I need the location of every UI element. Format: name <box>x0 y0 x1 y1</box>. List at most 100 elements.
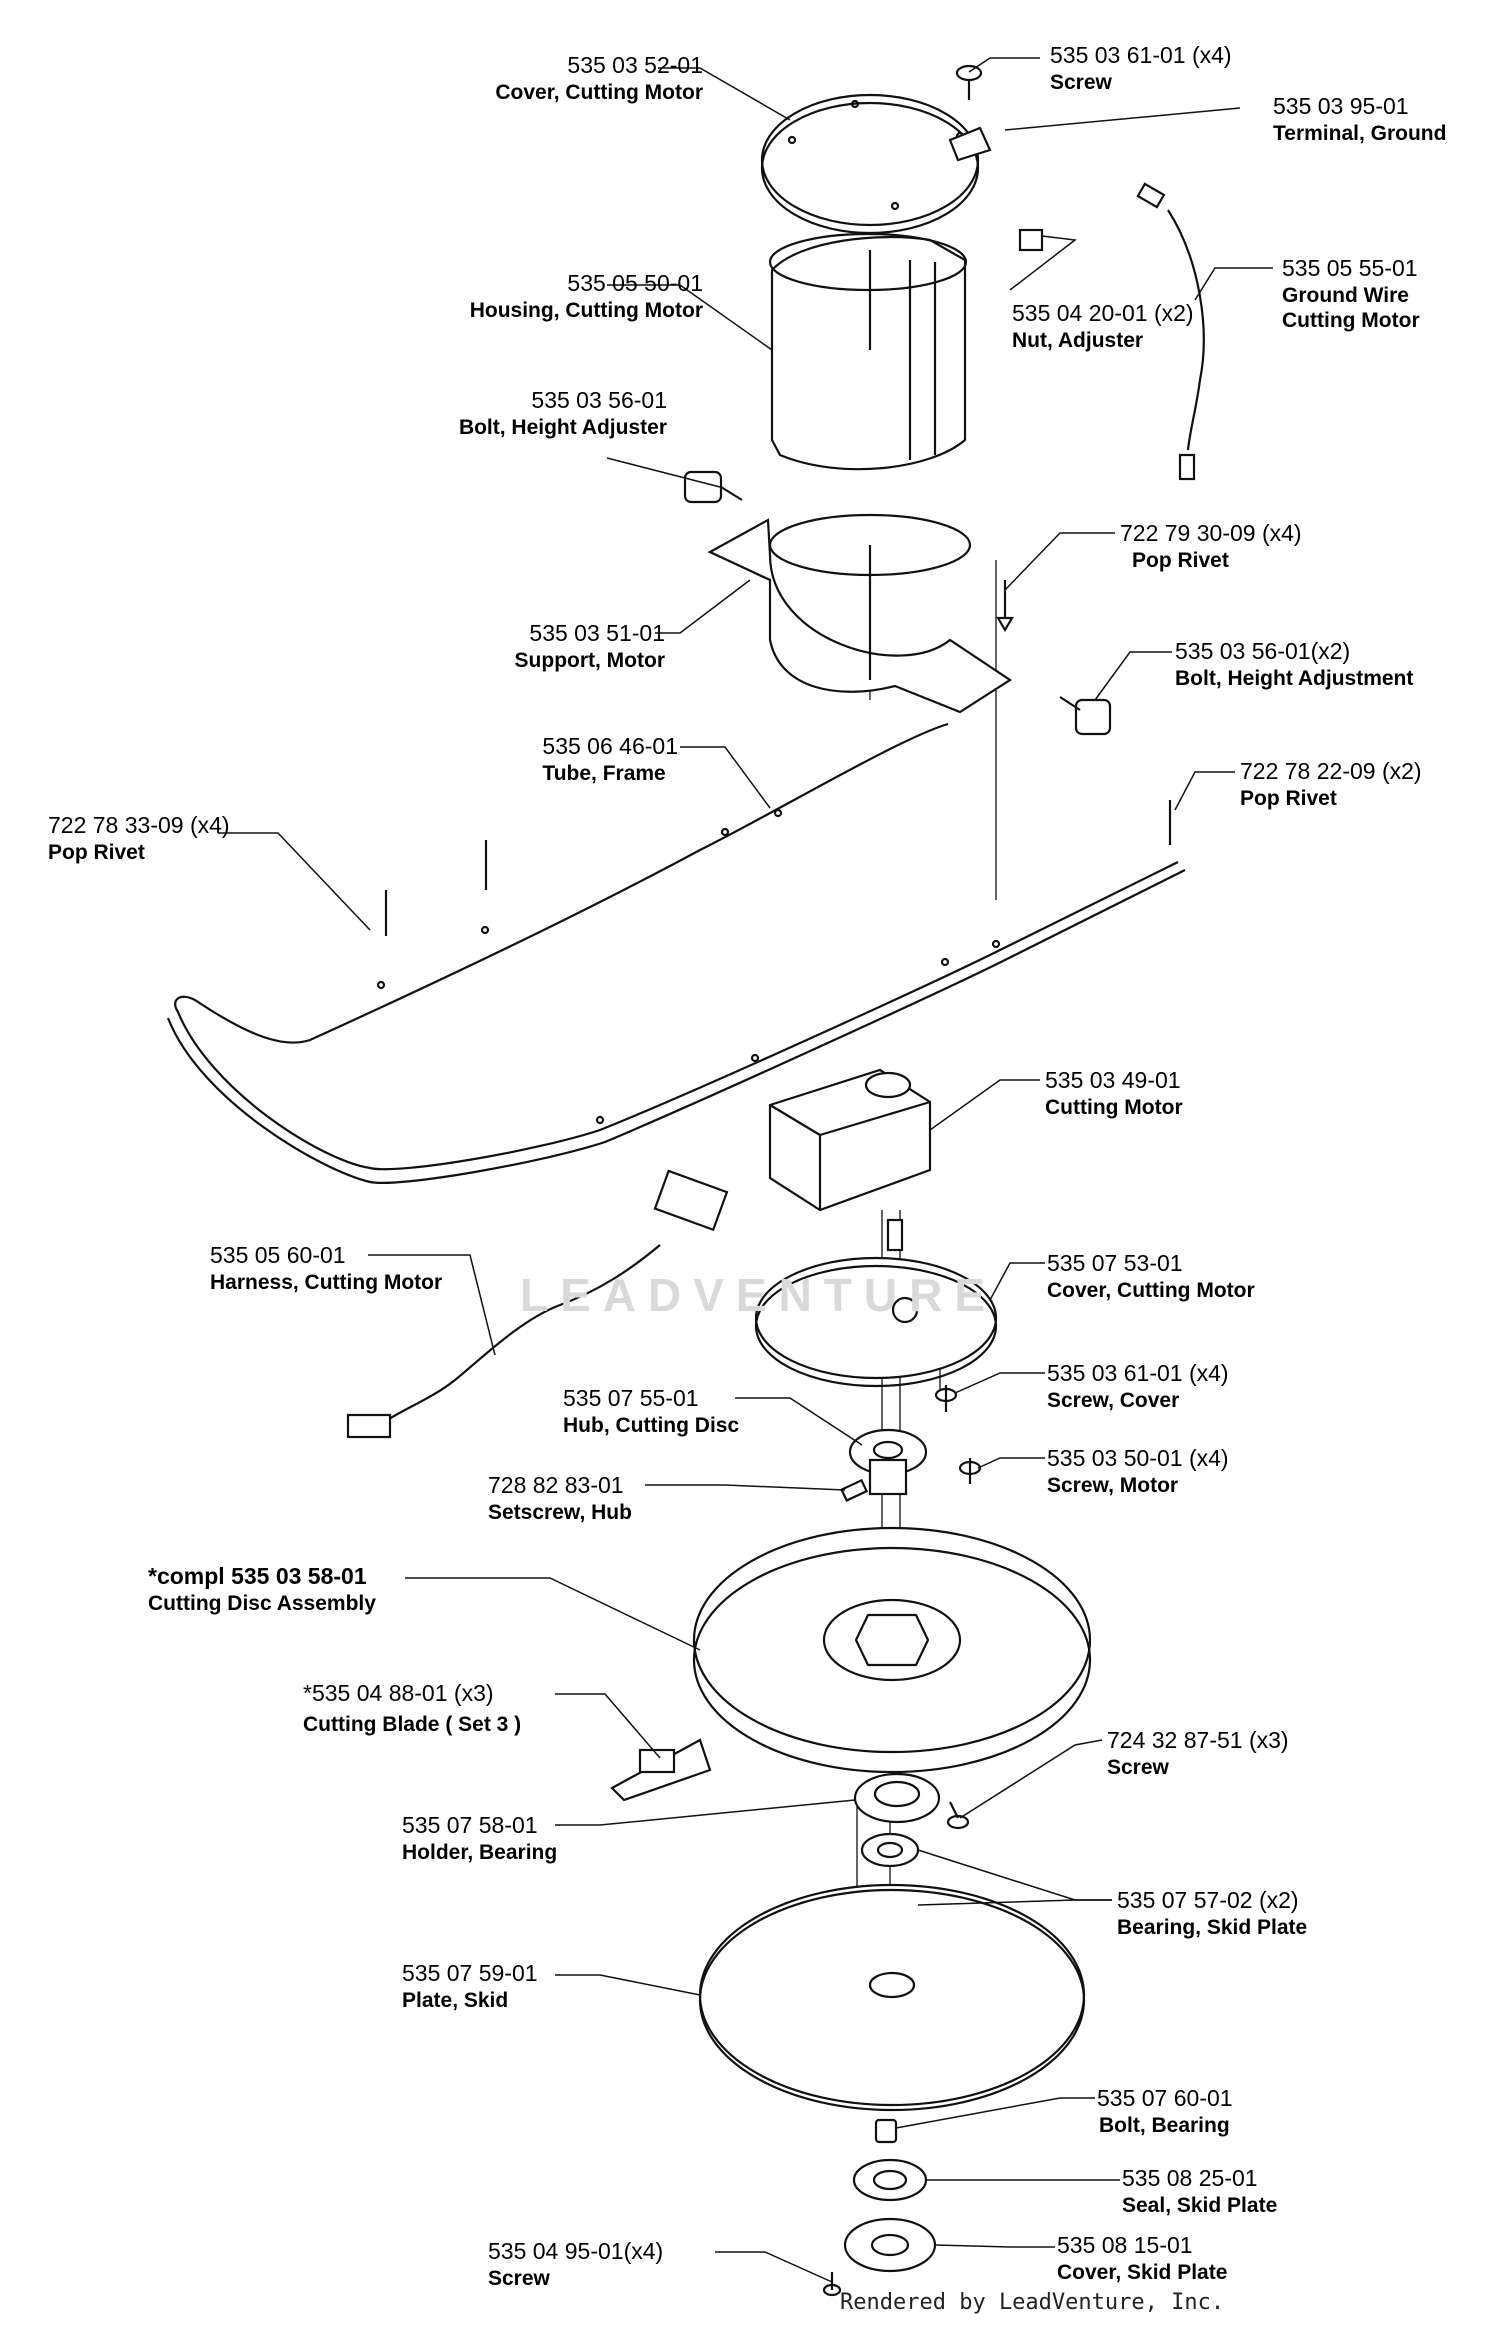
part-description: Screw, Cover <box>1047 1388 1180 1412</box>
part-number: 535 07 58-01 <box>402 1812 538 1838</box>
part-number: 535 05 60-01 <box>210 1242 346 1268</box>
part-label-harness-cutting-motor: 535 05 60-01 Harness, Cutting Motor <box>210 1242 442 1295</box>
housing-cutting-motor-part <box>768 228 1044 471</box>
part-description: Harness, Cutting Motor <box>210 1270 443 1294</box>
part-description: Pop Rivet <box>48 840 145 864</box>
part-number: 535 07 57-02 (x2) <box>1117 1887 1299 1913</box>
part-description: Bolt, Height Adjustment <box>1175 666 1414 690</box>
cutting-blade-part <box>610 1738 712 1802</box>
holder-bearing-part <box>853 1772 941 1824</box>
part-number: 535 03 52-01 <box>567 52 703 78</box>
part-description: Hub, Cutting Disc <box>563 1413 740 1437</box>
part-label-bolt-bearing: 535 07 60-01 Bolt, Bearing <box>1097 2085 1233 2138</box>
part-description: Cutting Motor <box>1045 1095 1183 1119</box>
watermark-text: LEADVENTURE <box>520 1269 998 1321</box>
part-label-screw-top: 535 03 61-01 (x4) Screw <box>1050 42 1232 95</box>
part-number: 535 07 53-01 <box>1047 1250 1183 1276</box>
screw-724-part <box>946 1801 970 1830</box>
part-label-cover-cutting-motor-top: 535 03 52-01 Cover, Cutting Motor <box>495 52 703 105</box>
part-label-housing-cutting-motor: 535 05 50-01 Housing, Cutting Motor <box>470 270 703 323</box>
part-description: Bearing, Skid Plate <box>1117 1915 1308 1939</box>
part-number: 722 79 30-09 (x4) <box>1120 520 1302 546</box>
part-number: 535 05 50-01 <box>567 270 703 296</box>
part-number: *compl 535 03 58-01 <box>148 1563 367 1589</box>
part-label-screw-cover: 535 03 61-01 (x4) Screw, Cover <box>1047 1360 1229 1413</box>
part-number: 535 03 61-01 (x4) <box>1047 1360 1229 1386</box>
part-number: 722 78 22-09 (x2) <box>1240 758 1422 784</box>
part-description: Tube, Frame <box>542 761 666 785</box>
part-description: Bolt, Height Adjuster <box>458 415 667 439</box>
setscrew-hub-part <box>840 1478 869 1502</box>
part-number: 535 03 56-01(x2) <box>1175 638 1351 664</box>
part-description: Housing, Cutting Motor <box>469 298 703 322</box>
seal-skid-plate-part <box>852 2158 928 2202</box>
part-label-plate-skid: 535 07 59-01 Plate, Skid <box>402 1960 538 2013</box>
part-number: 535 03 95-01 <box>1273 93 1409 119</box>
part-number: 535 07 60-01 <box>1097 2085 1233 2111</box>
part-number: 535 03 49-01 <box>1045 1067 1181 1093</box>
part-description: Setscrew, Hub <box>488 1500 632 1524</box>
cover-cutting-motor-top-part <box>760 93 980 235</box>
part-label-screw-724: 724 32 87-51 (x3) Screw <box>1107 1727 1289 1780</box>
part-number: 535 03 51-01 <box>529 620 665 646</box>
part-number: 535 07 59-01 <box>402 1960 538 1986</box>
part-number: 535 05 55-01 <box>1282 255 1418 281</box>
part-label-bolt-height-adjuster: 535 03 56-01 Bolt, Height Adjuster <box>459 387 667 440</box>
hub-cutting-disc-part <box>848 1428 928 1496</box>
bolt-height-adjuster-part <box>683 470 743 504</box>
part-description: Cover, Skid Plate <box>1057 2260 1228 2284</box>
part-description: Seal, Skid Plate <box>1122 2193 1278 2217</box>
part-description: Cover, Cutting Motor <box>1047 1278 1255 1302</box>
part-number: 535 04 20-01 (x2) <box>1012 300 1194 326</box>
pop-rivet-frame-part <box>384 800 1172 936</box>
part-description: Nut, Adjuster <box>1012 328 1144 352</box>
part-description: Screw, Motor <box>1047 1473 1179 1497</box>
cover-cutting-motor-disc-part <box>754 1256 998 1388</box>
part-description: Cutting Blade ( Set 3 ) <box>303 1712 522 1736</box>
screw-cover-part <box>934 1385 958 1412</box>
part-number: 535 03 56-01 <box>531 387 667 413</box>
part-number: 724 32 87-51 (x3) <box>1107 1727 1289 1753</box>
part-number: 728 82 83-01 <box>488 1472 624 1498</box>
part-number: 535 07 55-01 <box>563 1385 699 1411</box>
part-label-bearing-skid-plate: 535 07 57-02 (x2) Bearing, Skid Plate <box>1117 1887 1307 1940</box>
part-number: 535 08 15-01 <box>1057 2232 1193 2258</box>
part-label-support-motor: 535 03 51-01 Support, Motor <box>515 620 665 673</box>
part-label-seal-skid-plate: 535 08 25-01 Seal, Skid Plate <box>1122 2165 1277 2218</box>
part-label-pop-rivet-frame-left: 722 78 33-09 (x4) Pop Rivet <box>48 812 230 865</box>
part-description: Screw <box>1050 70 1112 94</box>
part-label-holder-bearing: 535 07 58-01 Holder, Bearing <box>402 1812 557 1865</box>
part-description: Support, Motor <box>514 648 665 672</box>
bolt-bearing-part <box>874 2118 898 2144</box>
part-label-pop-rivet-support: 722 79 30-09 (x4) Pop Rivet <box>1120 520 1302 573</box>
part-description: Cutting Disc Assembly <box>148 1591 376 1615</box>
part-number: 535 08 25-01 <box>1122 2165 1258 2191</box>
tube-frame-part <box>166 722 1186 1184</box>
ground-wire-part <box>1136 182 1205 481</box>
leader-lines <box>218 57 1273 2283</box>
cutting-motor-part <box>768 1068 932 1252</box>
part-label-ground-wire: 535 05 55-01 Ground Wire Cutting Motor <box>1282 255 1420 333</box>
part-label-setscrew-hub: 728 82 83-01 Setscrew, Hub <box>488 1472 632 1525</box>
part-number: 535 03 61-01 (x4) <box>1050 42 1232 68</box>
cutting-disc-assembly-part <box>692 1526 1092 1774</box>
part-label-cover-cutting-motor-disc: 535 07 53-01 Cover, Cutting Motor <box>1047 1250 1255 1303</box>
part-description: Terminal, Ground <box>1273 121 1447 145</box>
part-description: Ground Wire Cutting Motor <box>1282 283 1420 332</box>
harness-cutting-motor-part <box>346 1169 729 1439</box>
part-label-hub-cutting-disc: 535 07 55-01 Hub, Cutting Disc <box>563 1385 739 1438</box>
footer-credit: Rendered by LeadVenture, Inc. <box>840 2290 1225 2315</box>
part-description: Holder, Bearing <box>402 1840 558 1864</box>
support-motor-part <box>707 513 1013 714</box>
part-description: Pop Rivet <box>1240 786 1337 810</box>
part-label-tube-frame: 535 06 46-01 Tube, Frame <box>542 733 678 786</box>
part-description: Bolt, Bearing <box>1099 2113 1230 2137</box>
part-label-screw-motor: 535 03 50-01 (x4) Screw, Motor <box>1047 1445 1229 1498</box>
part-description: Pop Rivet <box>1132 548 1229 572</box>
part-description: Cover, Cutting Motor <box>495 80 703 104</box>
part-label-cutting-disc-assembly: *compl 535 03 58-01 Cutting Disc Assembl… <box>148 1563 376 1616</box>
part-description: Plate, Skid <box>402 1988 509 2012</box>
part-label-cutting-blade: *535 04 88-01 (x3) Cutting Blade ( Set 3… <box>303 1680 521 1737</box>
screw-skid-cover-part <box>822 2272 842 2297</box>
